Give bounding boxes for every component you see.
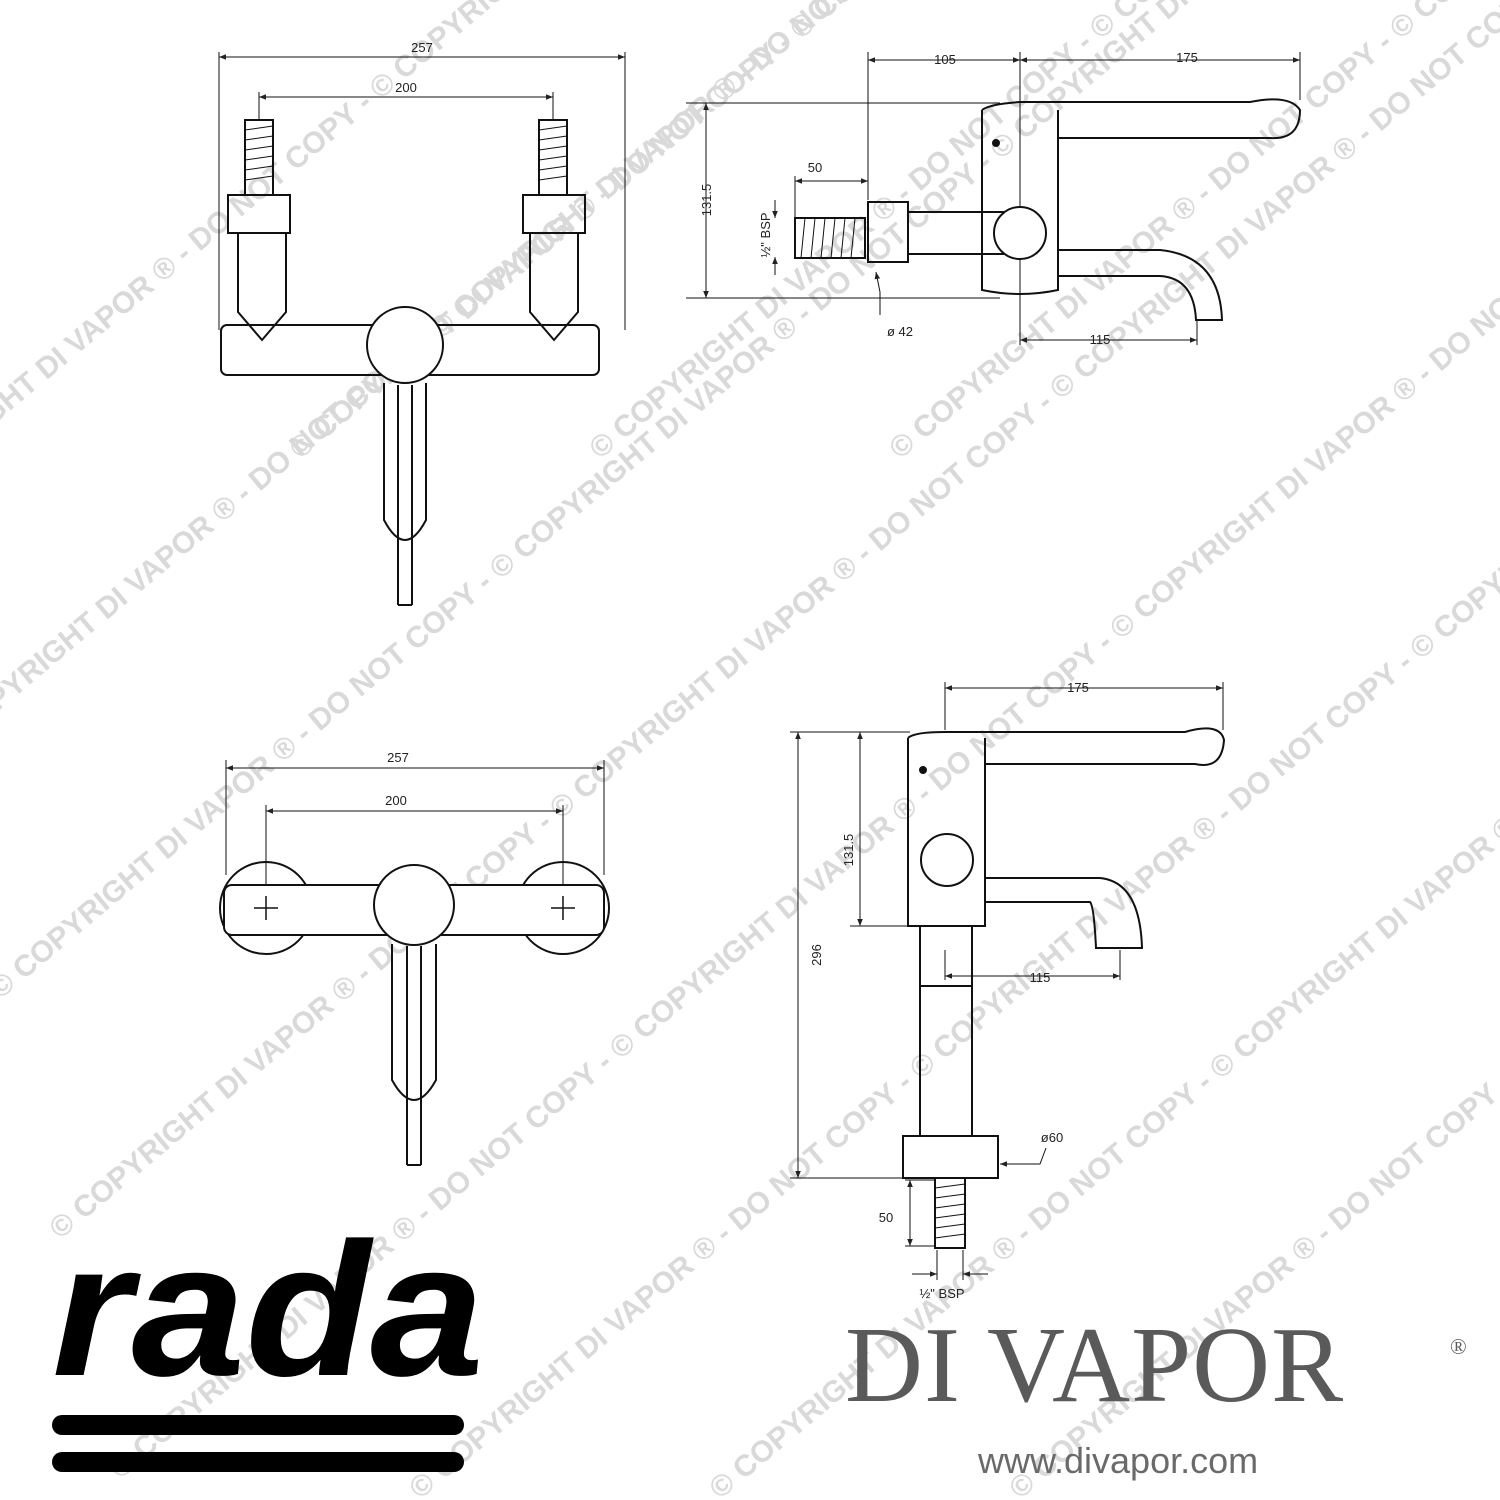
dim-side-top-inlet-thread: ½" BSP [758, 212, 773, 257]
dim-side-top-shroud-diameter: ø 42 [887, 324, 913, 339]
divapor-logo: DI VAPOR [845, 1306, 1345, 1425]
dim-front-bottom-width: 257 [387, 750, 409, 765]
dim-side-bottom-body-height: 131.5 [841, 834, 856, 867]
dim-side-top-height: 131.5 [699, 184, 714, 217]
dim-side-bottom-base-diameter: ø60 [1041, 1130, 1063, 1145]
rada-logo-text: rada [52, 1204, 484, 1416]
watermark-line-7: © COPYRIGHT DI VAPOR ® - DO NOT COPY - ©… [703, 0, 1500, 1500]
side-view-top [686, 52, 1302, 345]
divapor-website-link[interactable]: www.divapor.com [978, 1440, 1259, 1481]
dim-side-top-spout-reach: 115 [1090, 332, 1111, 347]
dim-front-top-width: 257 [411, 40, 433, 55]
dim-side-bottom-inlet-thread: ½" BSP [919, 1286, 964, 1301]
dim-side-top-body-depth: 105 [934, 52, 956, 67]
dim-front-top-centres: 200 [395, 80, 417, 95]
front-view-top [218, 52, 626, 606]
side-view-bottom [790, 682, 1226, 1280]
front-view-bottom [219, 760, 610, 1166]
rada-logo: rada [52, 1204, 484, 1472]
dim-side-bottom-lever-reach: 175 [1067, 680, 1089, 695]
divapor-registered-mark: ® [1450, 1334, 1467, 1359]
dim-side-top-lever-reach: 175 [1176, 50, 1198, 65]
dim-side-top-inlet-length: 50 [808, 160, 822, 175]
dim-side-bottom-overall-height: 296 [809, 944, 824, 966]
rada-logo-stripe-1 [52, 1415, 464, 1435]
dim-front-bottom-centres: 200 [385, 793, 407, 808]
dim-side-bottom-spout-reach: 115 [1030, 970, 1051, 985]
rada-logo-stripe-2 [52, 1452, 464, 1472]
dim-side-bottom-inlet-length: 50 [879, 1210, 893, 1225]
